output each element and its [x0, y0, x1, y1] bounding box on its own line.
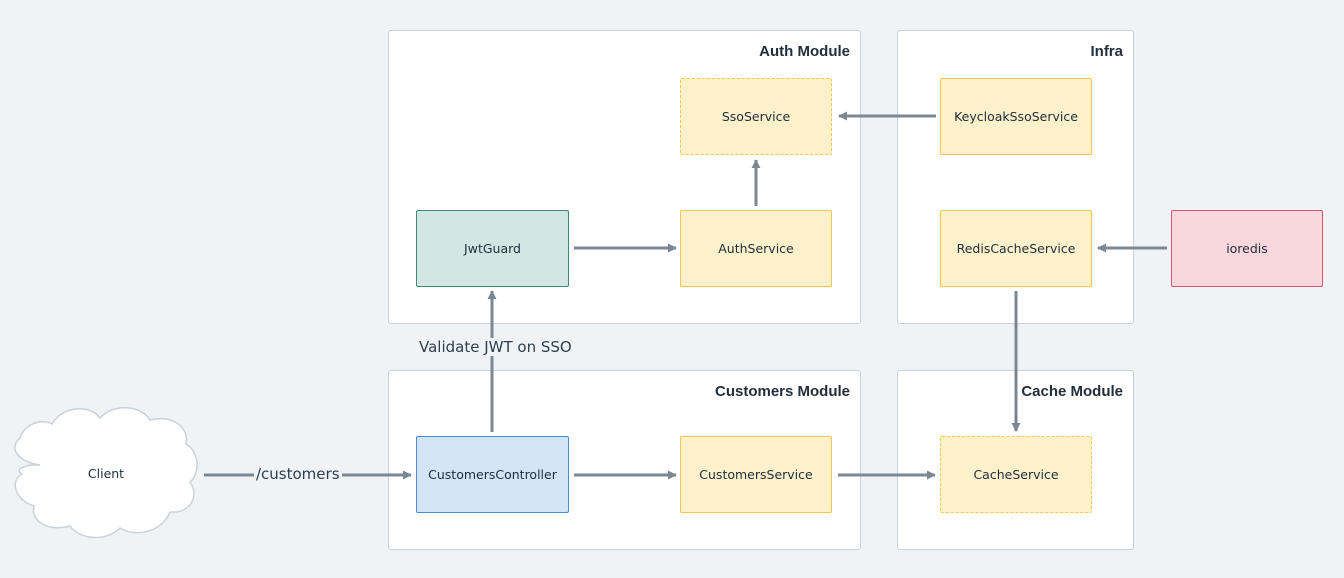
customers-controller-node[interactable]: CustomersController — [416, 436, 569, 513]
edge-label-validate-jwt: Validate JWT on SSO — [417, 338, 574, 356]
redis-cache-service-node[interactable]: RedisCacheService — [940, 210, 1092, 287]
auth-service-node[interactable]: AuthService — [680, 210, 832, 287]
client-cloud-shape — [14, 407, 198, 539]
client-node-label[interactable]: Client — [87, 466, 125, 481]
keycloak-sso-service-node[interactable]: KeycloakSsoService — [940, 78, 1092, 155]
jwt-guard-node[interactable]: JwtGuard — [416, 210, 569, 287]
auth-module-title: Auth Module — [759, 43, 850, 60]
customers-service-node[interactable]: CustomersService — [680, 436, 832, 513]
infra-title: Infra — [1090, 43, 1123, 60]
edge-label-customers-route: /customers — [254, 465, 342, 483]
cache-service-node[interactable]: CacheService — [940, 436, 1092, 513]
cache-module-title: Cache Module — [1021, 383, 1123, 400]
ioredis-node[interactable]: ioredis — [1171, 210, 1323, 287]
customers-module-title: Customers Module — [714, 383, 850, 400]
sso-service-node[interactable]: SsoService — [680, 78, 832, 155]
